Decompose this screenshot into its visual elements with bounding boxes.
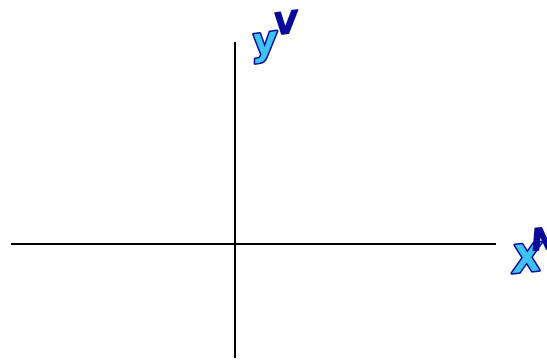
x-axis-label-superscript: N [530,221,547,258]
y-axis-label: y V [249,5,302,65]
x-axis-label: X N [508,221,547,282]
y-axis-label-superscript: V [272,5,303,43]
